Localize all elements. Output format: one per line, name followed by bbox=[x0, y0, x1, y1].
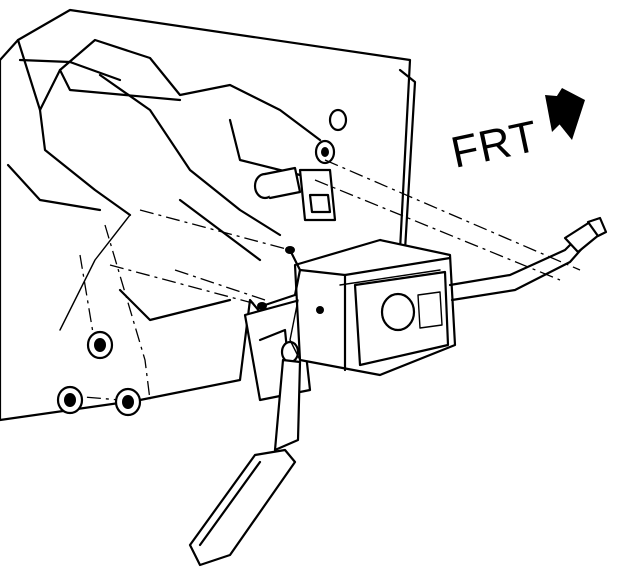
stud-upper bbox=[253, 139, 336, 200]
actuator-module bbox=[289, 238, 457, 377]
nut-1 bbox=[86, 330, 114, 360]
wiring-harness bbox=[448, 216, 608, 302]
mounting-bracket bbox=[298, 168, 337, 222]
accelerator-pedal bbox=[188, 358, 302, 567]
nut-2 bbox=[56, 385, 84, 415]
link-rod bbox=[257, 246, 324, 314]
nut-3 bbox=[114, 387, 142, 417]
frt-label: FRT bbox=[447, 112, 543, 178]
front-direction-indicator: FRT bbox=[447, 88, 585, 178]
